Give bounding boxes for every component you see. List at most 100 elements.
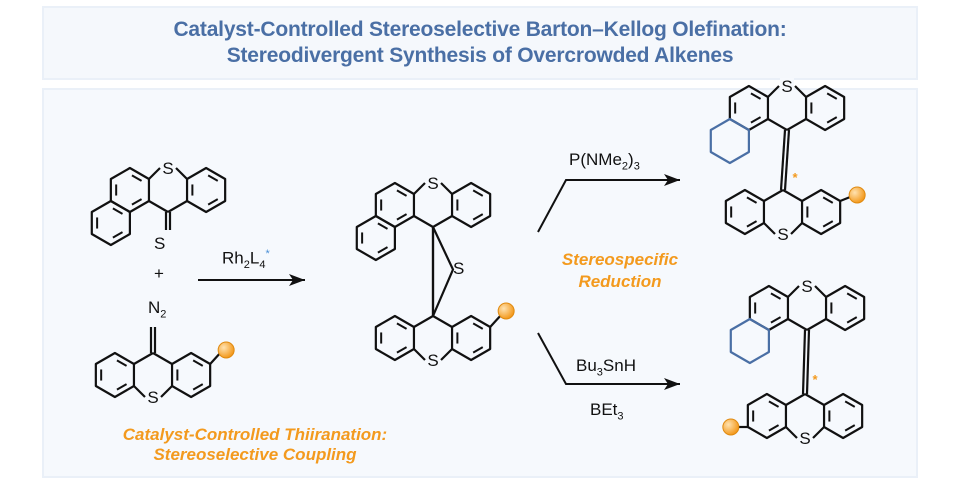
c-s-bond bbox=[785, 426, 798, 439]
thione-sulfur-label: S bbox=[154, 234, 166, 253]
aromatic-bond bbox=[131, 174, 143, 182]
bond bbox=[782, 189, 803, 202]
sulfur-atom: S bbox=[162, 159, 173, 178]
scheme-panel bbox=[42, 88, 918, 478]
c-s-bond bbox=[812, 426, 825, 439]
substituent-bond bbox=[209, 352, 221, 365]
title-line-1: Catalyst-Controlled Stereoselective Bart… bbox=[173, 18, 787, 41]
aromatic-bond bbox=[768, 400, 780, 408]
caption-coupling: Stereoselective Coupling bbox=[153, 445, 357, 464]
arrow-phosphine-reduction-head bbox=[664, 174, 680, 186]
sulfur-atom: S bbox=[427, 174, 438, 193]
olefin-double-bond bbox=[779, 129, 787, 191]
bond bbox=[767, 118, 788, 131]
reagent-phosphine: P(NMe2)3 bbox=[569, 150, 640, 173]
aromatic-bond bbox=[116, 383, 128, 391]
aromatic-bond bbox=[472, 322, 484, 330]
aromatic-bond bbox=[844, 424, 856, 432]
aromatic-bond bbox=[377, 246, 389, 254]
aromatic-bond bbox=[472, 213, 484, 221]
aromatic-bond bbox=[826, 92, 838, 100]
aromatic-bond bbox=[396, 322, 408, 330]
aromatic-bond bbox=[116, 359, 128, 367]
aromatic-bond bbox=[192, 359, 204, 367]
c-s-bond bbox=[413, 182, 426, 195]
c-s-bond bbox=[148, 167, 161, 180]
thiirane-sulfur-label: S bbox=[453, 259, 465, 278]
thiirane-ring bbox=[431, 226, 455, 317]
aromatic-bond bbox=[846, 316, 858, 324]
reagent-tin-hydride: Bu3SnH bbox=[576, 356, 636, 379]
c-s-bond bbox=[440, 182, 453, 195]
bond bbox=[786, 118, 807, 131]
c-s-bond bbox=[133, 385, 146, 398]
c-s-bond bbox=[175, 167, 188, 180]
atom-label-bg bbox=[800, 278, 814, 295]
aromatic-bond bbox=[844, 400, 856, 408]
aromatic-bond bbox=[192, 383, 204, 391]
title-line-2: Stereodivergent Synthesis of Overcrowded… bbox=[226, 44, 734, 67]
aromatic-bond bbox=[750, 92, 762, 100]
benzene-ring bbox=[729, 317, 770, 365]
aromatic-bond bbox=[822, 220, 834, 228]
substituent-bond bbox=[839, 195, 851, 203]
bond bbox=[806, 318, 827, 331]
catalyst-label: Rh2L4* bbox=[222, 248, 270, 272]
arrow-radical-reduction bbox=[537, 332, 680, 385]
olefin-double-bond bbox=[801, 329, 807, 395]
bond bbox=[152, 352, 173, 365]
aromatic-bond bbox=[396, 346, 408, 354]
substituent-ball bbox=[217, 341, 235, 359]
aromatic-bond bbox=[750, 116, 762, 124]
sulfur-atom: S bbox=[781, 77, 792, 96]
bond bbox=[148, 200, 169, 213]
caption-thiiranation: Catalyst-Controlled Thiiranation: bbox=[122, 425, 388, 444]
aromatic-bond bbox=[472, 189, 484, 197]
c-s-bond bbox=[413, 348, 426, 361]
arrow-phosphine-reduction bbox=[537, 179, 680, 233]
c-s-bond bbox=[790, 222, 803, 235]
stereo-star-top: * bbox=[792, 170, 798, 185]
atom-label-bg bbox=[776, 226, 790, 243]
atom-label-bg bbox=[426, 175, 440, 192]
aromatic-bond bbox=[396, 213, 408, 221]
atom-label-bg bbox=[426, 352, 440, 369]
aromatic-bond bbox=[770, 292, 782, 300]
atom-label-bg bbox=[798, 430, 812, 447]
aromatic-bond bbox=[822, 196, 834, 204]
sulfur-atom: S bbox=[799, 429, 810, 448]
sulfur-atom: S bbox=[427, 351, 438, 370]
aromatic-bond bbox=[112, 231, 124, 239]
title-banner: Catalyst-Controlled Stereoselective Bart… bbox=[42, 6, 918, 80]
benzene-ring bbox=[355, 214, 396, 262]
substituent-ball bbox=[722, 418, 740, 436]
aromatic-bond bbox=[207, 174, 219, 182]
aromatic-bond bbox=[472, 346, 484, 354]
bond bbox=[804, 393, 825, 406]
plus-sign: + bbox=[154, 264, 164, 283]
diazo-label: N2 bbox=[148, 298, 167, 321]
aromatic-bond bbox=[770, 316, 782, 324]
bond bbox=[432, 315, 453, 328]
aromatic-bond bbox=[396, 189, 408, 197]
stereo-star-bottom: * bbox=[812, 372, 818, 387]
caption-reduction: Reduction bbox=[578, 272, 662, 291]
atom-label-bg bbox=[146, 389, 160, 406]
bond bbox=[167, 200, 188, 213]
bond bbox=[413, 315, 434, 328]
aromatic-bond bbox=[207, 198, 219, 206]
aromatic-bond bbox=[112, 207, 124, 215]
bond bbox=[413, 215, 434, 228]
c-s-bond bbox=[787, 285, 800, 298]
c-s-bond bbox=[767, 85, 780, 98]
atom-label-bg bbox=[161, 160, 175, 177]
sulfur-atom: S bbox=[801, 277, 812, 296]
bond bbox=[787, 318, 808, 331]
benzene-ring bbox=[709, 117, 750, 165]
aromatic-bond bbox=[377, 222, 389, 230]
c-s-bond bbox=[440, 348, 453, 361]
aromatic-bond bbox=[768, 424, 780, 432]
bond bbox=[763, 189, 784, 202]
olefin-double-bond bbox=[805, 329, 811, 395]
caption-stereospecific: Stereospecific bbox=[561, 250, 679, 269]
